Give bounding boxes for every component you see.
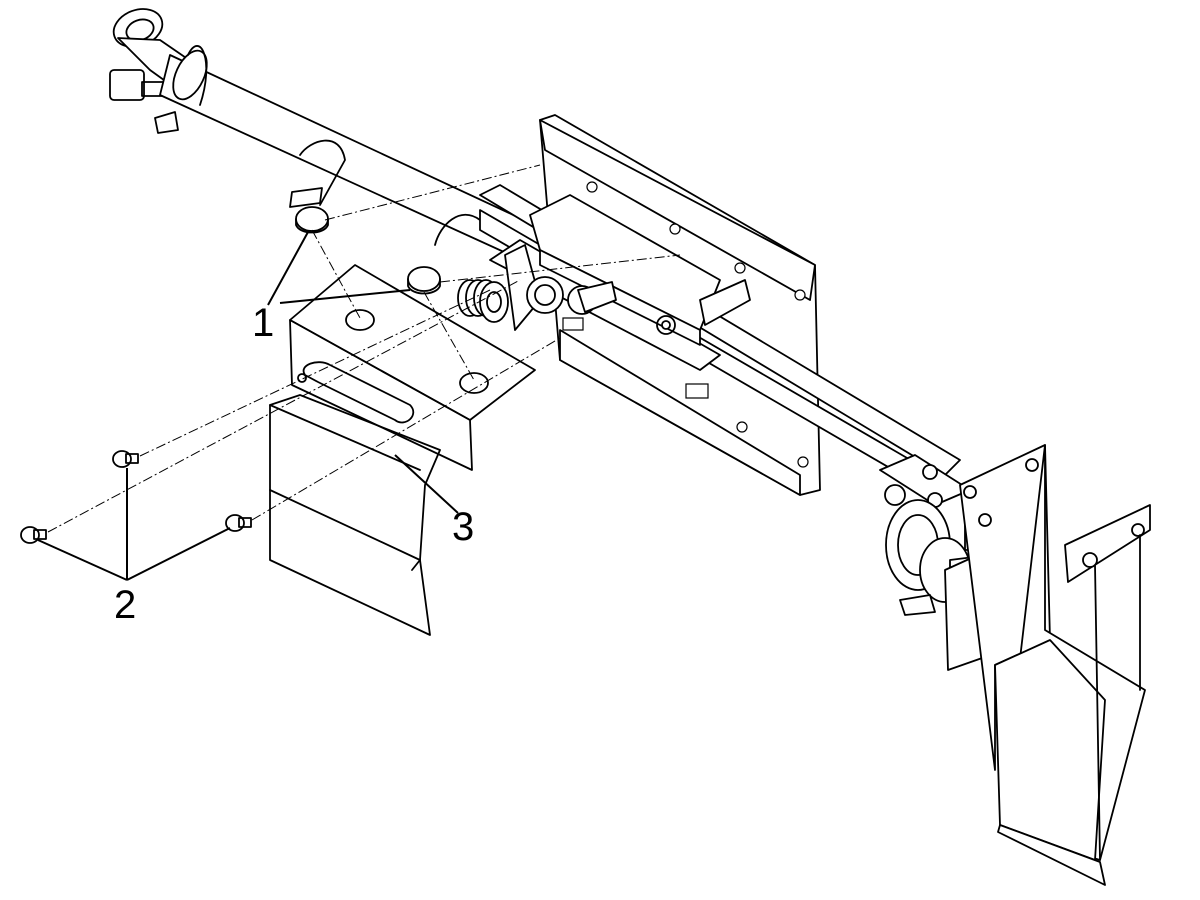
callout-leaders — [37, 231, 459, 581]
rail-assembly — [457, 184, 961, 501]
right-end-bracket — [879, 444, 1151, 886]
shield-cover — [269, 264, 536, 636]
screw-left — [20, 526, 47, 544]
plug-upper — [295, 206, 329, 234]
plug-lower — [407, 266, 441, 295]
callout-2: 2 — [114, 583, 136, 627]
callout-1: 1 — [252, 301, 274, 345]
callout-3: 3 — [452, 505, 474, 549]
assembly-guide-lines — [47, 164, 681, 533]
spring — [457, 279, 509, 323]
screw-right — [225, 514, 252, 532]
screw-top — [112, 450, 139, 468]
